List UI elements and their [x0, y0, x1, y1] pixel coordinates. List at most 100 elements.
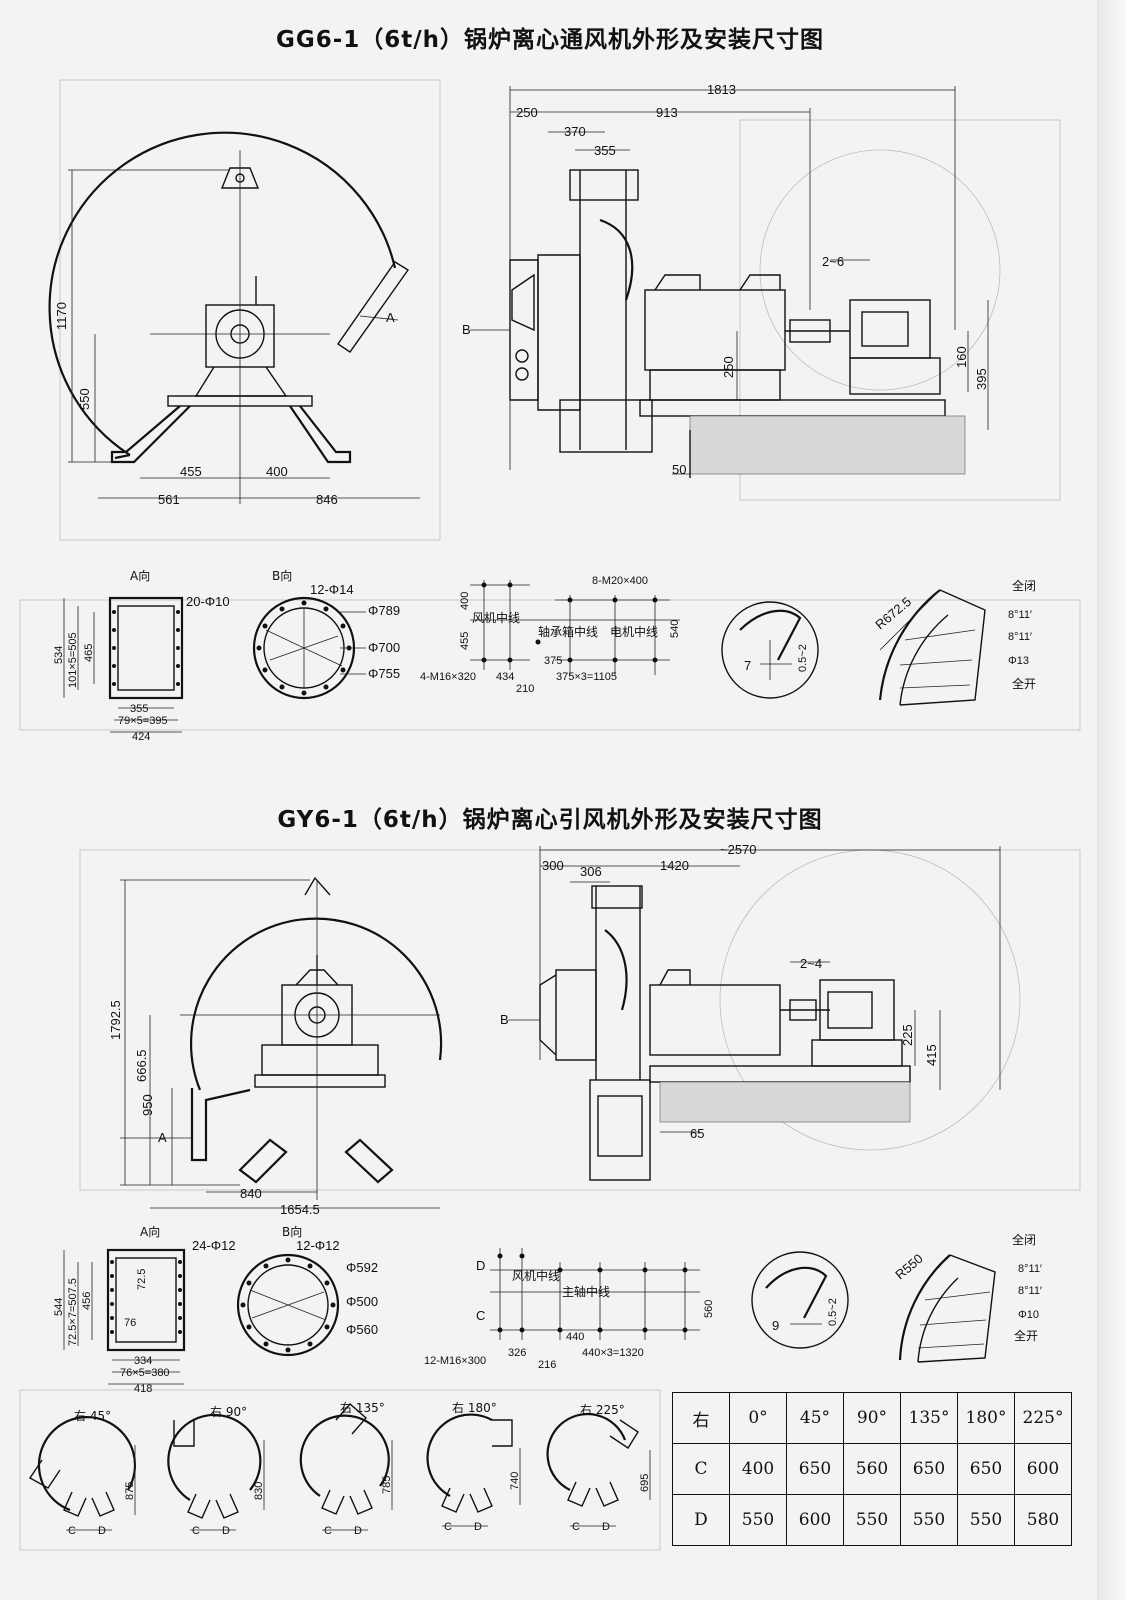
gg-title: GG6-1（6t/h）锅炉离心通风机外形及安装尺寸图	[275, 27, 825, 53]
orient-90: 右 90° 830 C D	[167, 1404, 265, 1537]
gg-found-fan-center: 风机中线	[472, 610, 520, 625]
gy-detail-gap: 0.5~2	[827, 1298, 839, 1326]
table-cell: 400	[729, 1443, 787, 1495]
gg-dim-455: 455	[180, 464, 202, 479]
gy-dim-666: 666.5	[134, 1049, 149, 1082]
gy-view-b-560: Φ560	[346, 1322, 378, 1337]
table-cell: 225°	[1014, 1392, 1072, 1444]
gy-found-560: 560	[703, 1300, 715, 1318]
gy-clearance-detail: 9 0.5~2	[751, 1251, 849, 1349]
gy-view-a-334: 334	[134, 1355, 152, 1367]
orient-180-d: D	[474, 1521, 482, 1533]
gg-dim-250v: 250	[721, 356, 736, 378]
gg-view-b-789: Φ789	[368, 603, 400, 618]
orient-135-c: C	[324, 1525, 332, 1537]
gg-dim-250: 250	[516, 105, 538, 120]
orient-135: 右 135° 785 C D	[299, 1400, 393, 1537]
gy-front-view: A 1792.5 666.5 950 840 1654.5	[108, 876, 443, 1217]
table-cell: 550	[900, 1494, 958, 1546]
gg-view-b-755: Φ755	[368, 666, 400, 681]
table-cell: 右	[672, 1392, 730, 1444]
table-cell: 560	[843, 1443, 901, 1495]
table-cell: 580	[1014, 1494, 1072, 1546]
gg-damper-open: 全开	[1012, 676, 1036, 691]
gg-view-a: A向 20-Φ10 534 101×5=505 465 355 79×5=395…	[53, 568, 230, 743]
gg-view-a-424: 424	[132, 731, 150, 743]
gy-damper-closed: 全闭	[1012, 1232, 1036, 1247]
gy-view-a: A向 24-Φ12 544 72.5×7=507.5 456 72.5 76 3…	[53, 1224, 236, 1395]
gy-damper-phi: Φ10	[1018, 1309, 1039, 1321]
page-edge-shadow	[1097, 0, 1127, 1600]
gg-found-motor-center: 电机中线	[610, 624, 658, 639]
gy-dim-950: 950	[140, 1094, 155, 1116]
gg-found-455: 455	[459, 632, 471, 650]
gy-side-view: ~2570 300 306 1420 B 2~4 225 415 65	[500, 842, 1001, 1181]
gg-view-a-395: 79×5=395	[118, 715, 168, 727]
gy-dim-300: 300	[542, 858, 564, 873]
orient-135-label: 右 135°	[340, 1400, 385, 1415]
table-row: D 550 600 550 550 550 580	[672, 1494, 1072, 1546]
gg-dim-1813: 1813	[707, 82, 736, 97]
orient-45-h: 875	[124, 1482, 136, 1500]
table-cell: 550	[729, 1494, 787, 1546]
gg-dim-370: 370	[564, 124, 586, 139]
table-cell: 135°	[900, 1392, 958, 1444]
gg-view-b-label: B向	[272, 568, 292, 583]
gy-foundation-plan: D C 风机中线 主轴中线 560 440 12-M16×300 326 216…	[424, 1248, 715, 1371]
gg-found-434: 434	[496, 671, 514, 683]
gg-front-view: A 1170 550 455 400 561 846	[48, 131, 420, 507]
gg-arrow-b: B	[462, 322, 471, 337]
orient-45-d: D	[98, 1525, 106, 1537]
gy-dim-1420: 1420	[660, 858, 689, 873]
gy-view-a-72: 72.5	[136, 1269, 148, 1290]
gy-dim-2570: ~2570	[720, 842, 757, 857]
orient-45: 右 45° 875 C D	[28, 1408, 137, 1537]
gg-view-b-holes: 12-Φ14	[310, 582, 354, 597]
gy-title: GY6-1（6t/h）锅炉离心引风机外形及安装尺寸图	[277, 807, 823, 833]
orient-180-c: C	[444, 1521, 452, 1533]
gg-dim-1170: 1170	[54, 302, 69, 330]
gy-damper-open: 全开	[1014, 1328, 1038, 1343]
gg-dim-561: 561	[158, 492, 180, 507]
gg-view-a-505: 101×5=505	[67, 632, 79, 688]
orient-180: 右 180° 740 C D	[426, 1400, 521, 1533]
gy-damper-a2: 8°11′	[1018, 1285, 1042, 1297]
gg-arrow-a: A	[386, 310, 395, 325]
table-cell: 0°	[729, 1392, 787, 1444]
orient-135-h: 785	[381, 1476, 393, 1494]
gy-view-b-holes: 12-Φ12	[296, 1238, 340, 1253]
gy-found-fan-center: 风机中线	[512, 1268, 560, 1283]
gg-found-210: 210	[516, 683, 534, 695]
gy-detail-9: 9	[772, 1318, 779, 1333]
gy-dim-2-4: 2~4	[800, 956, 822, 971]
gg-found-m16: 4-M16×320	[420, 671, 476, 683]
table-cell: 650	[786, 1443, 844, 1495]
table-cell: D	[672, 1494, 730, 1546]
gy-dim-415: 415	[924, 1044, 939, 1066]
gy-damper-r: R550	[892, 1251, 925, 1282]
gy-damper: R550 全闭 8°11′ 8°11′ Φ10 全开	[892, 1232, 1042, 1363]
orient-180-h: 740	[509, 1472, 521, 1490]
gg-foundation-plan: 8-M20×400 风机中线 轴承箱中线 电机中线 400 455 540 37…	[420, 575, 681, 695]
gy-found-c: C	[476, 1308, 485, 1323]
gg-dim-50: 50	[672, 462, 686, 477]
gg-dim-2-6: 2~6	[822, 254, 844, 269]
gy-dim-65: 65	[690, 1126, 704, 1141]
table-cell: 650	[957, 1443, 1015, 1495]
gy-view-a-507: 72.5×7=507.5	[67, 1278, 79, 1346]
orient-90-c: C	[192, 1525, 200, 1537]
table-cell: 650	[900, 1443, 958, 1495]
gy-found-m16: 12-M16×300	[424, 1355, 486, 1367]
gy-view-a-456: 456	[81, 1292, 93, 1310]
gy-arrow-a: A	[158, 1130, 167, 1145]
table-cell: 180°	[957, 1392, 1015, 1444]
gg-view-a-holes: 20-Φ10	[186, 594, 230, 609]
gg-view-a-534: 534	[53, 646, 65, 664]
gy-view-a-76: 76	[124, 1317, 136, 1329]
gg-dim-355: 355	[594, 143, 616, 158]
gg-dim-846: 846	[316, 492, 338, 507]
gg-view-b-700: Φ700	[368, 640, 400, 655]
gg-found-375: 375	[544, 655, 562, 667]
table-cell: 90°	[843, 1392, 901, 1444]
